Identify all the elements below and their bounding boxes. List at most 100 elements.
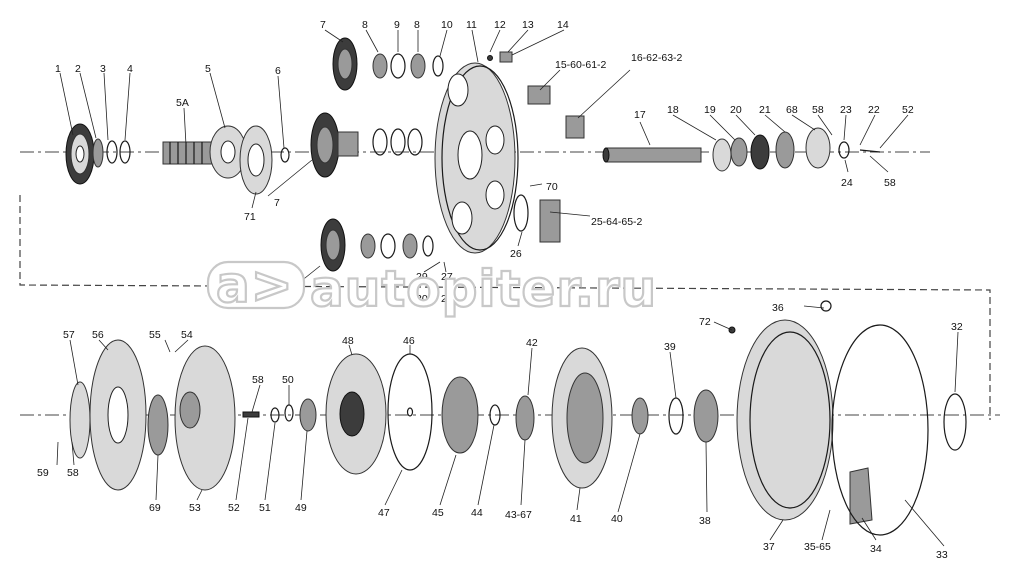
ring-part-2 [92,138,104,168]
part-label-28: 28 [441,293,453,305]
part-label-44: 44 [471,507,483,519]
flange-part-57 [69,381,91,459]
washer-part-23 [838,141,850,159]
part-label-48: 48 [342,335,354,347]
part-label-20: 20 [730,104,742,116]
part-label-39: 39 [664,341,676,353]
part-label-58-lower: 58 [252,374,264,386]
seal-part-19 [730,137,748,167]
flange-part-68 [805,127,831,169]
part-label-68: 68 [786,104,798,116]
ring-part-39 [668,397,684,435]
bearing-part-40 [631,397,649,435]
part-label-29: 29 [416,271,428,283]
disc-48-hub [339,391,365,437]
part-label-33: 33 [936,549,948,561]
part-label-16: 16-62-63-2 [631,52,683,64]
gear-part-7-middle [310,112,423,178]
bearing-part-21 [775,131,795,169]
bearing-part-49 [299,398,317,432]
part-label-54: 54 [181,329,193,341]
plate-56-hub [107,386,129,444]
shaft-part-17 [602,147,702,163]
part-label-46: 46 [403,335,415,347]
part-label-56: 56 [92,329,104,341]
part-label-30: 30 [416,293,428,305]
part-label-24: 24 [841,177,853,189]
valve-part-16 [565,115,585,139]
part-label-45: 45 [432,507,444,519]
part-label-50: 50 [282,374,294,386]
part-label-51: 51 [259,502,271,514]
ring-part-4 [119,140,131,164]
part-label-8-right: 8 [414,19,420,31]
part-label-38: 38 [699,515,711,527]
gear-part-20 [750,134,770,170]
cover-part-37 [736,319,834,521]
bearing-part-38 [693,389,719,443]
shaft-part-5 [162,125,247,179]
part-label-43-67: 43-67 [505,509,532,521]
part-label-3: 3 [100,63,106,75]
ring-part-33 [831,324,929,536]
part-label-15: 15-60-61-2 [555,59,607,71]
part-label-8-left: 8 [362,19,368,31]
part-label-5: 5 [205,63,211,75]
part-label-71: 71 [244,211,256,223]
bolt-part-52 [859,149,881,153]
hub-part-53 [179,391,201,429]
part-label-26: 26 [510,248,522,260]
part-label-49: 49 [295,502,307,514]
pin-part-12 [487,55,493,61]
part-label-25: 25-64-65-2 [591,216,643,228]
gear-part-7-bottom [320,218,434,272]
cover-37-rim [749,331,831,509]
part-label-36: 36 [772,302,784,314]
part-label-52-upper: 52 [902,104,914,116]
watermark-text: autopiter.ru [310,260,657,318]
part-label-6: 6 [275,65,281,77]
part-label-55: 55 [149,329,161,341]
plate-part-45 [441,376,479,454]
ring-part-32 [943,393,967,451]
part-label-34: 34 [870,543,882,555]
part-label-7-top: 7 [320,19,326,31]
part-label-53: 53 [189,502,201,514]
washer-part-50 [284,404,294,422]
part-label-59: 59 [37,467,49,479]
bolt-part-52-lower [242,411,260,418]
part-label-10: 10 [441,19,453,31]
gear-part-7-top [332,37,444,91]
part-label-37: 37 [763,541,775,553]
part-label-2: 2 [75,63,81,75]
part-label-42: 42 [526,337,538,349]
part-label-32: 32 [951,321,963,333]
part-label-14: 14 [557,19,569,31]
plug-part-36 [820,300,832,312]
part-label-27: 27 [441,271,453,283]
gear-part-1 [65,123,95,185]
part-label-17: 17 [634,109,646,121]
part-label-47: 47 [378,507,390,519]
bearing-part-43 [515,395,535,441]
lower-assembly [69,300,967,536]
part-label-5a: 5A [176,97,189,109]
washer-part-44 [489,404,501,426]
part-label-9: 9 [394,19,400,31]
part-label-58-bottom: 58 [67,467,79,479]
part-label-7-middle: 7 [274,197,280,209]
part-label-4: 4 [127,63,133,75]
impeller-41-core [566,372,604,464]
part-label-18: 18 [667,104,679,116]
part-label-70: 70 [546,181,558,193]
housing-part-11 [434,62,519,254]
segment-part-34 [849,467,873,525]
flange-part-69 [147,394,169,456]
leader-lines [56,29,959,547]
washer-part-6 [280,147,290,163]
bearing-part-18 [712,138,732,172]
washer-part-51 [270,407,280,423]
hole-part-46 [406,407,414,417]
valve-part-25 [539,199,561,243]
